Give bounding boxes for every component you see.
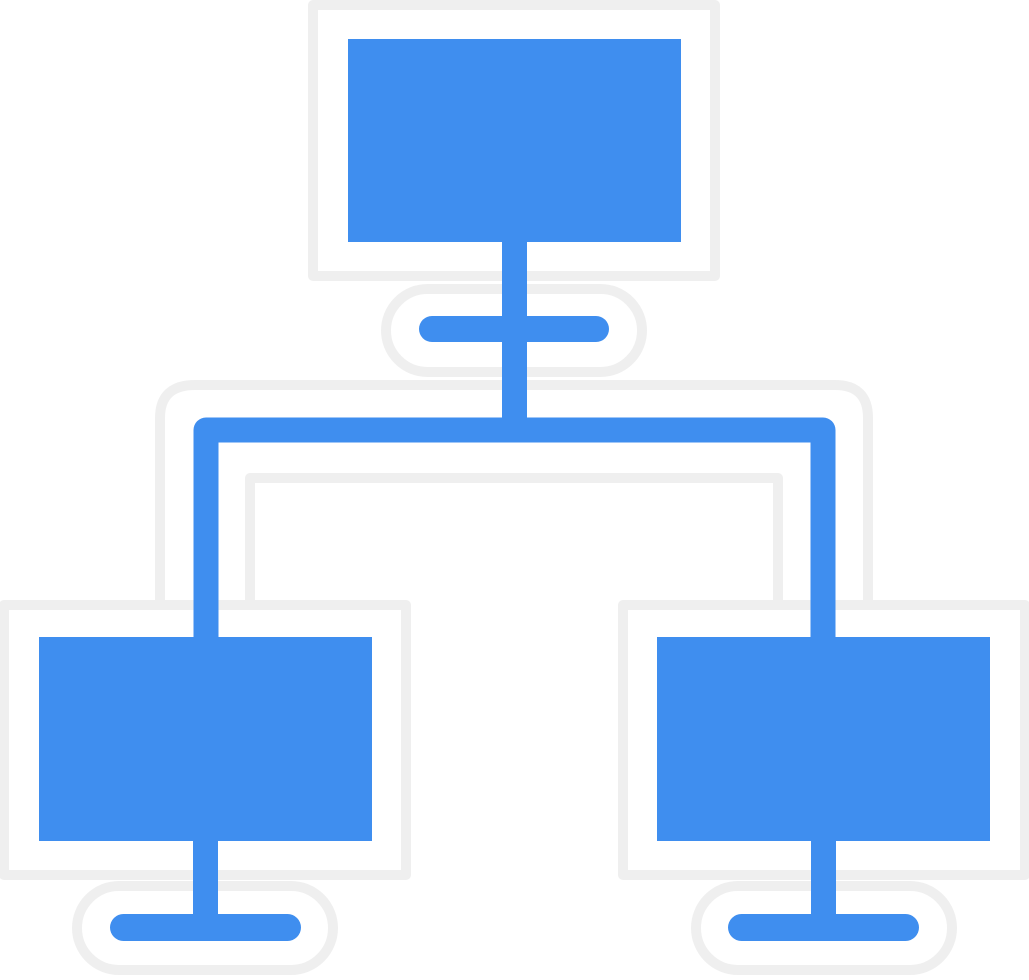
top-monitor: [348, 39, 681, 242]
right-monitor: [657, 637, 990, 841]
icon-fill: [39, 39, 990, 941]
connector-border-inner: [245, 473, 783, 610]
right-base: [728, 914, 919, 941]
left-stem: [193, 841, 218, 916]
left-monitor: [39, 637, 372, 841]
right-stem: [811, 841, 836, 916]
top-base: [419, 316, 609, 342]
left-base: [110, 914, 301, 941]
connector-line: [193, 417, 836, 637]
